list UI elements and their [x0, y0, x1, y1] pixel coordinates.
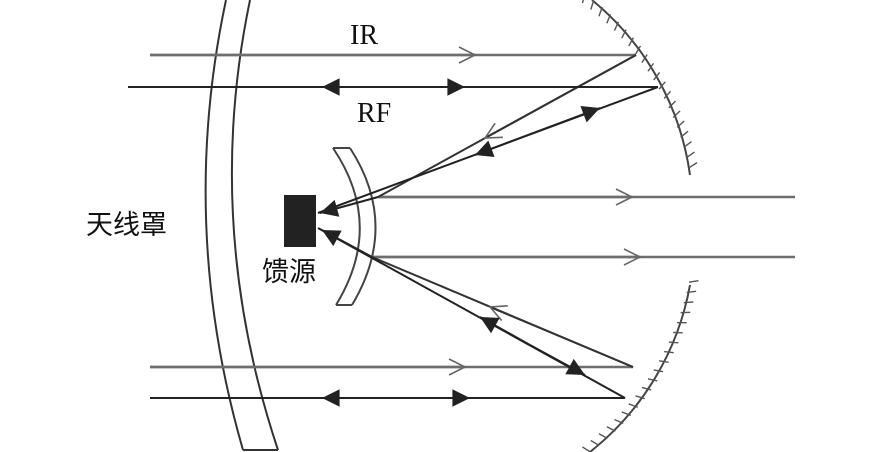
reflector-hatch-mark: [635, 395, 645, 400]
reflector-hatch-mark: [676, 120, 685, 128]
reflector-hatch-mark: [621, 411, 631, 417]
feed-block: [284, 195, 316, 247]
reflector-hatch-mark: [590, 439, 600, 447]
reflector-hatch-mark: [688, 162, 698, 169]
ir-reflected-rays: [371, 54, 637, 368]
reflector-hatch-mark: [628, 403, 639, 408]
feed-label: 馈源: [262, 257, 316, 288]
ir-rays: [150, 46, 795, 376]
reflector-hatch-mark: [683, 301, 694, 304]
reflector-hatch-mark: [672, 110, 681, 119]
reflector-hatch-mark: [663, 90, 672, 99]
reflector-hatch-mark: [686, 290, 697, 294]
ir-label: IR: [350, 20, 378, 51]
reflector-hatch-mark: [598, 6, 603, 17]
reflector-hatch-mark: [641, 386, 652, 391]
reflector-hatch-mark: [606, 14, 612, 24]
reflector-hatch-mark: [658, 81, 666, 90]
reflector-hatch-mark: [606, 426, 616, 432]
reflector-hatch-mark: [634, 45, 642, 55]
reflector-hatch-mark: [686, 151, 695, 159]
reflector-hatch-mark: [653, 72, 661, 81]
reflector-hatch-mark: [659, 360, 669, 363]
reflector-hatch-mark: [668, 100, 677, 109]
reflector-hatch-mark: [581, 0, 584, 4]
reflector-hatch-mark: [621, 29, 627, 39]
reflector-hatch-mark: [680, 130, 689, 138]
reflector-hatch-mark: [590, 0, 595, 10]
radome: [204, 0, 279, 451]
reflector-hatch-mark: [664, 350, 674, 354]
reflector-hatch-mark: [668, 341, 679, 344]
main-reflector: [581, 0, 699, 452]
rf-label: RF: [357, 98, 392, 129]
reflector-hatch-mark: [598, 433, 608, 440]
reflector-hatch-mark: [641, 54, 648, 63]
reflector-hatch-mark: [628, 37, 635, 47]
reflector-hatch-mark: [613, 21, 620, 31]
reflector-hatch-mark: [683, 140, 692, 148]
reflector-hatch-mark: [647, 378, 658, 382]
subreflector: [332, 147, 377, 306]
radome-label: 天线罩: [86, 210, 167, 241]
reflector-hatch-mark: [614, 418, 624, 425]
rf-rays: [128, 78, 659, 407]
reflector-hatch-mark: [647, 62, 655, 72]
reflector-hatch-mark: [653, 369, 664, 373]
reflector-hatch-mark: [582, 446, 591, 452]
reflector-hatch-mark: [688, 280, 699, 283]
